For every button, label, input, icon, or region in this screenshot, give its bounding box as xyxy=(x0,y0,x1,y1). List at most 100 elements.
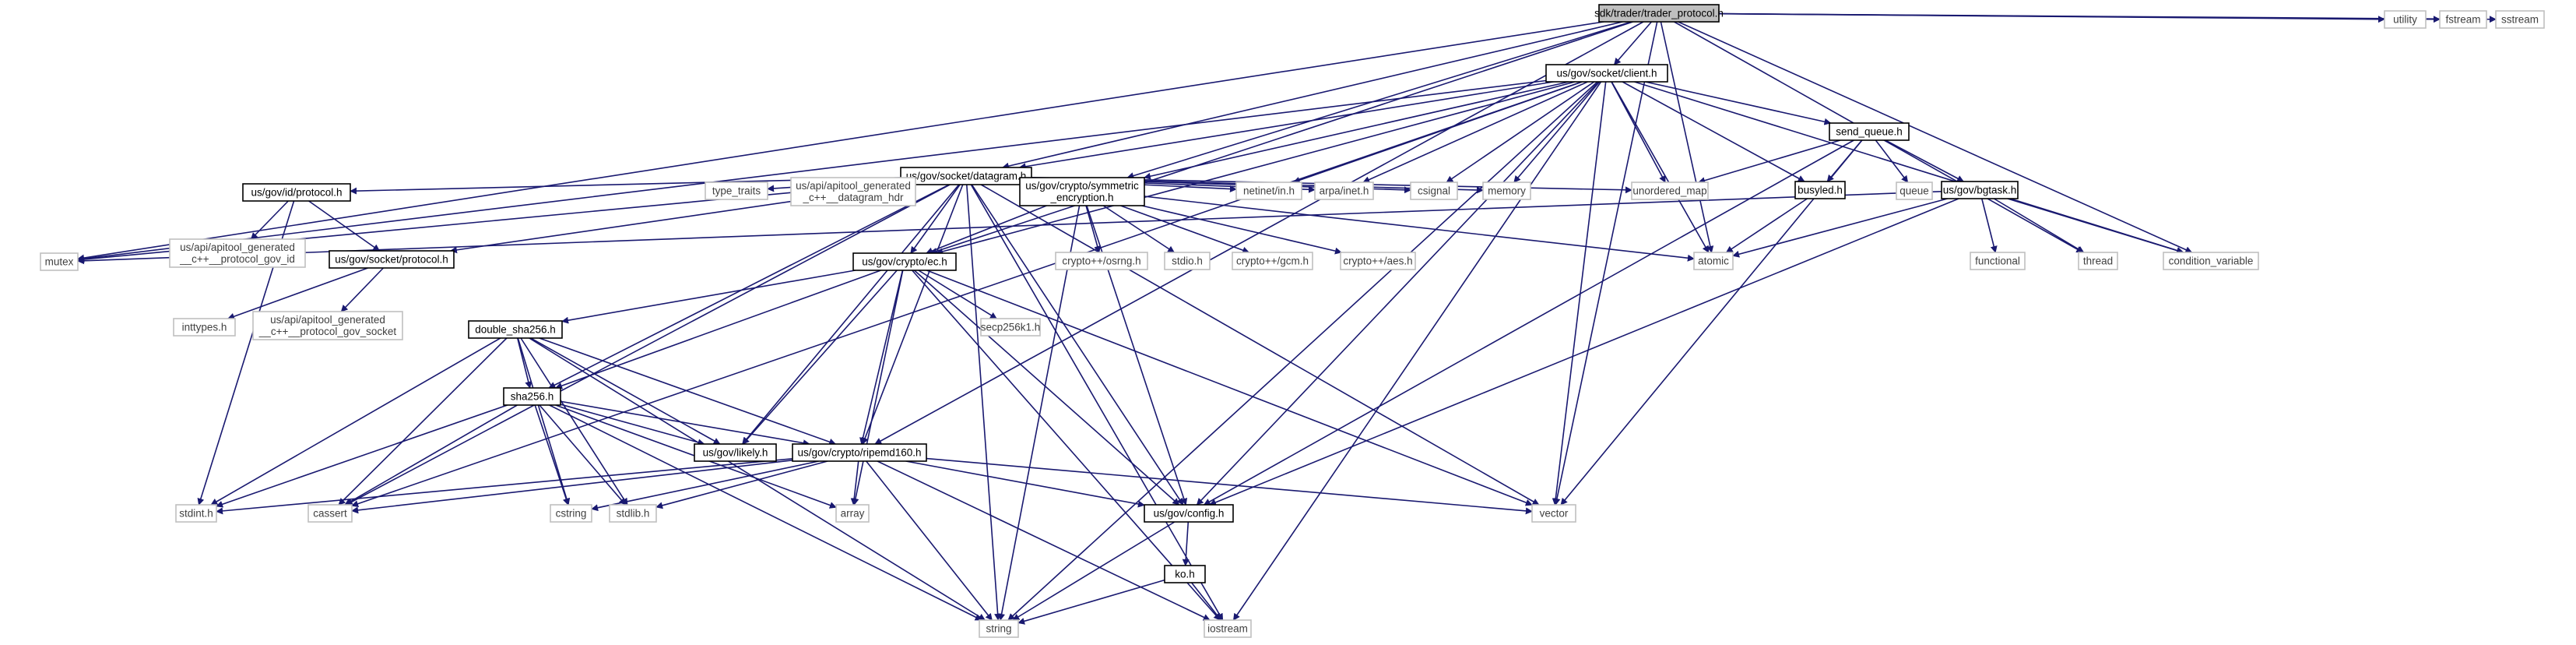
node-box[interactable] xyxy=(242,183,351,202)
node-client[interactable]: us/gov/socket/client.h xyxy=(1545,64,1668,83)
node-box xyxy=(1631,182,1709,200)
edge-datagram-to-iostream xyxy=(970,184,1224,621)
node-box[interactable] xyxy=(1598,4,1720,23)
node-sym-enc[interactable]: us/gov/crypto/symmetric_encryption.h xyxy=(1019,177,1145,206)
node-string: string xyxy=(979,619,1019,638)
node-likely[interactable]: us/gov/likely.h xyxy=(694,443,777,462)
node-socket-protocol[interactable]: us/gov/socket/protocol.h xyxy=(329,250,455,269)
edge-client-to-send-queue xyxy=(1645,81,1832,125)
node-fstream: fstream xyxy=(2439,10,2487,29)
node-box xyxy=(2163,252,2259,270)
node-api-datagram: us/api/apitool_generated_c++__datagram_h… xyxy=(790,177,916,206)
node-config[interactable]: us/gov/config.h xyxy=(1144,504,1234,523)
node-api-gov-id: us/api/apitool_generated__c++__protocol_… xyxy=(169,238,306,268)
node-box xyxy=(40,252,79,271)
edge-datagram-to-likely xyxy=(742,184,960,445)
edge-double-sha256-to-cstring xyxy=(517,337,571,506)
node-condition-variable: condition_variable xyxy=(2163,252,2259,270)
node-stdint: stdint.h xyxy=(175,504,217,523)
edge-client-to-datagram xyxy=(1018,81,1554,171)
node-label: double_sha256.h xyxy=(475,324,556,336)
edge-client-to-string xyxy=(1007,81,1598,621)
node-box xyxy=(1314,182,1374,200)
node-label: us/gov/socket/protocol.h xyxy=(335,254,448,266)
node-label: busyled.h xyxy=(1798,185,1843,196)
node-box[interactable] xyxy=(1019,177,1145,206)
edge-ripemd160-to-config xyxy=(905,460,1145,508)
node-send-queue[interactable]: send_queue.h xyxy=(1829,122,1910,141)
node-box[interactable] xyxy=(1144,504,1234,523)
node-label: crypto++/osrng.h xyxy=(1062,256,1140,267)
node-box[interactable] xyxy=(694,443,777,462)
node-datagram[interactable]: us/gov/socket/datagram.h xyxy=(900,167,1032,185)
node-box[interactable] xyxy=(1794,181,1846,199)
node-box xyxy=(1693,252,1734,270)
node-label: inttypes.h xyxy=(182,322,227,333)
node-label: stdio.h xyxy=(1172,256,1203,267)
node-label: unordered_map xyxy=(1632,185,1706,197)
node-sha256[interactable]: sha256.h xyxy=(503,387,561,406)
node-box[interactable] xyxy=(1829,122,1910,141)
edge-double-sha256-to-stdint xyxy=(210,337,501,506)
edge-busyled-to-atomic xyxy=(1725,198,1808,253)
node-bgtask[interactable]: us/gov/bgtask.h xyxy=(1941,181,2019,199)
node-root[interactable]: sdk/trader/trader_protocol.h xyxy=(1594,4,1724,23)
edge-bgtask-to-atomic xyxy=(1732,198,1948,258)
node-label: us/api/apitool_generated xyxy=(180,241,295,253)
node-double-sha256[interactable]: double_sha256.h xyxy=(468,320,563,339)
node-box[interactable] xyxy=(1164,565,1206,583)
node-box xyxy=(1970,252,2026,270)
node-queue: queue xyxy=(1896,182,1933,200)
node-box[interactable] xyxy=(468,320,563,339)
node-box xyxy=(1235,182,1302,200)
node-id-protocol[interactable]: us/gov/id/protocol.h xyxy=(242,183,351,202)
node-iostream: iostream xyxy=(1204,619,1252,638)
node-functional: functional xyxy=(1970,252,2026,270)
node-box xyxy=(1204,619,1252,638)
edge-ripemd160-to-vector xyxy=(926,457,1533,515)
node-label: fstream xyxy=(2445,14,2480,26)
edge-ripemd160-to-stdint xyxy=(216,458,793,515)
node-aes: crypto++/aes.h xyxy=(1340,252,1416,270)
edge-sym-enc-to-ec xyxy=(926,205,1047,255)
edge-client-to-config xyxy=(1196,81,1600,506)
edge-root-to-sstream xyxy=(1718,12,2497,23)
edge-client-to-iostream xyxy=(1232,81,1602,621)
edge-sym-enc-to-stdio xyxy=(1102,205,1176,253)
node-box xyxy=(1164,252,1211,270)
edge-ripemd160-to-cassert xyxy=(351,460,793,514)
node-label: stdlib.h xyxy=(617,508,650,520)
edge-ripemd160-to-stdlib xyxy=(655,460,828,509)
edge-ripemd160-to-cstring xyxy=(591,460,819,512)
node-label: crypto++/gcm.h xyxy=(1236,256,1309,267)
node-gcm: crypto++/gcm.h xyxy=(1232,252,1313,270)
node-box[interactable] xyxy=(1941,181,2019,199)
edge-send-queue-to-queue xyxy=(1875,139,1909,183)
edge-send-queue-to-config xyxy=(1203,139,1854,506)
node-thread: thread xyxy=(2078,252,2118,270)
node-ko[interactable]: ko.h xyxy=(1164,565,1206,583)
edge-sym-enc-to-osrng xyxy=(1085,205,1102,253)
node-label: secp256k1.h xyxy=(981,322,1041,333)
node-box[interactable] xyxy=(503,387,561,406)
node-label: stdint.h xyxy=(179,508,213,520)
node-ripemd160[interactable]: us/gov/crypto/ripemd160.h xyxy=(792,443,927,462)
node-box[interactable] xyxy=(329,250,455,269)
node-arpa: arpa/inet.h xyxy=(1314,182,1374,200)
edge-root-to-client xyxy=(1613,21,1653,65)
node-box[interactable] xyxy=(1545,64,1668,83)
edge-datagram-to-ripemd160 xyxy=(861,184,964,445)
node-box[interactable] xyxy=(900,167,1032,185)
node-label: us/gov/crypto/ec.h xyxy=(862,256,947,268)
node-label: cstring xyxy=(556,508,587,520)
edge-ec-to-iostream xyxy=(912,270,1221,621)
node-box[interactable] xyxy=(852,252,957,271)
node-ec[interactable]: us/gov/crypto/ec.h xyxy=(852,252,957,271)
node-box xyxy=(1896,182,1933,200)
node-label: us/gov/socket/datagram.h xyxy=(906,171,1027,182)
node-busyled[interactable]: busyled.h xyxy=(1794,181,1846,199)
node-box xyxy=(980,318,1041,337)
node-box[interactable] xyxy=(792,443,927,462)
edge-double-sha256-to-sha256 xyxy=(516,337,532,389)
node-label: mutex xyxy=(45,256,74,268)
